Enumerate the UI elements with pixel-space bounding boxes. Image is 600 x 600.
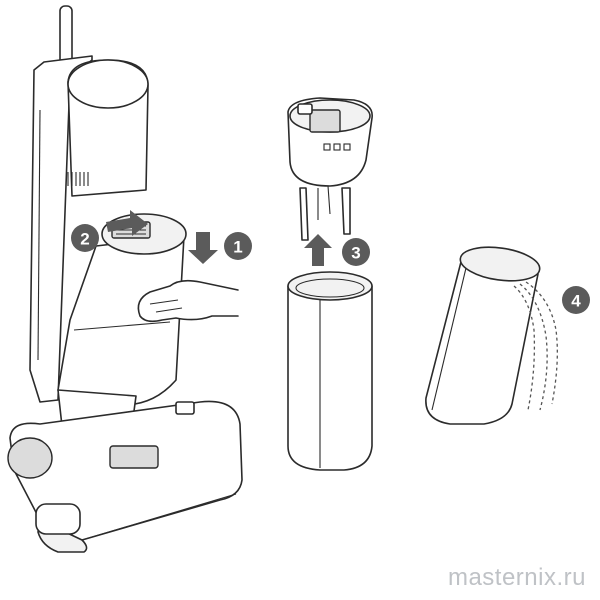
hand	[137, 279, 239, 323]
arrow-down-icon	[188, 232, 218, 264]
step-number-3: 3	[351, 244, 360, 263]
water-tank	[287, 271, 373, 471]
watermark: masternix.ru	[447, 564, 586, 591]
arrow-up-icon	[304, 234, 332, 266]
step-badge-3: 3	[342, 238, 370, 266]
step-number-2: 2	[80, 230, 89, 249]
step-badge-4: 4	[562, 286, 590, 314]
arrow-right-icon	[106, 210, 148, 236]
step-number-4: 4	[571, 292, 581, 311]
vacuum-cleaner	[7, 5, 243, 553]
step-number-1: 1	[233, 238, 242, 257]
step-badge-2: 2	[71, 224, 99, 252]
filter-lid	[287, 97, 373, 241]
tilted-tank	[425, 246, 541, 425]
step-badge-1: 1	[224, 232, 252, 260]
water-pour-icon	[513, 281, 558, 411]
